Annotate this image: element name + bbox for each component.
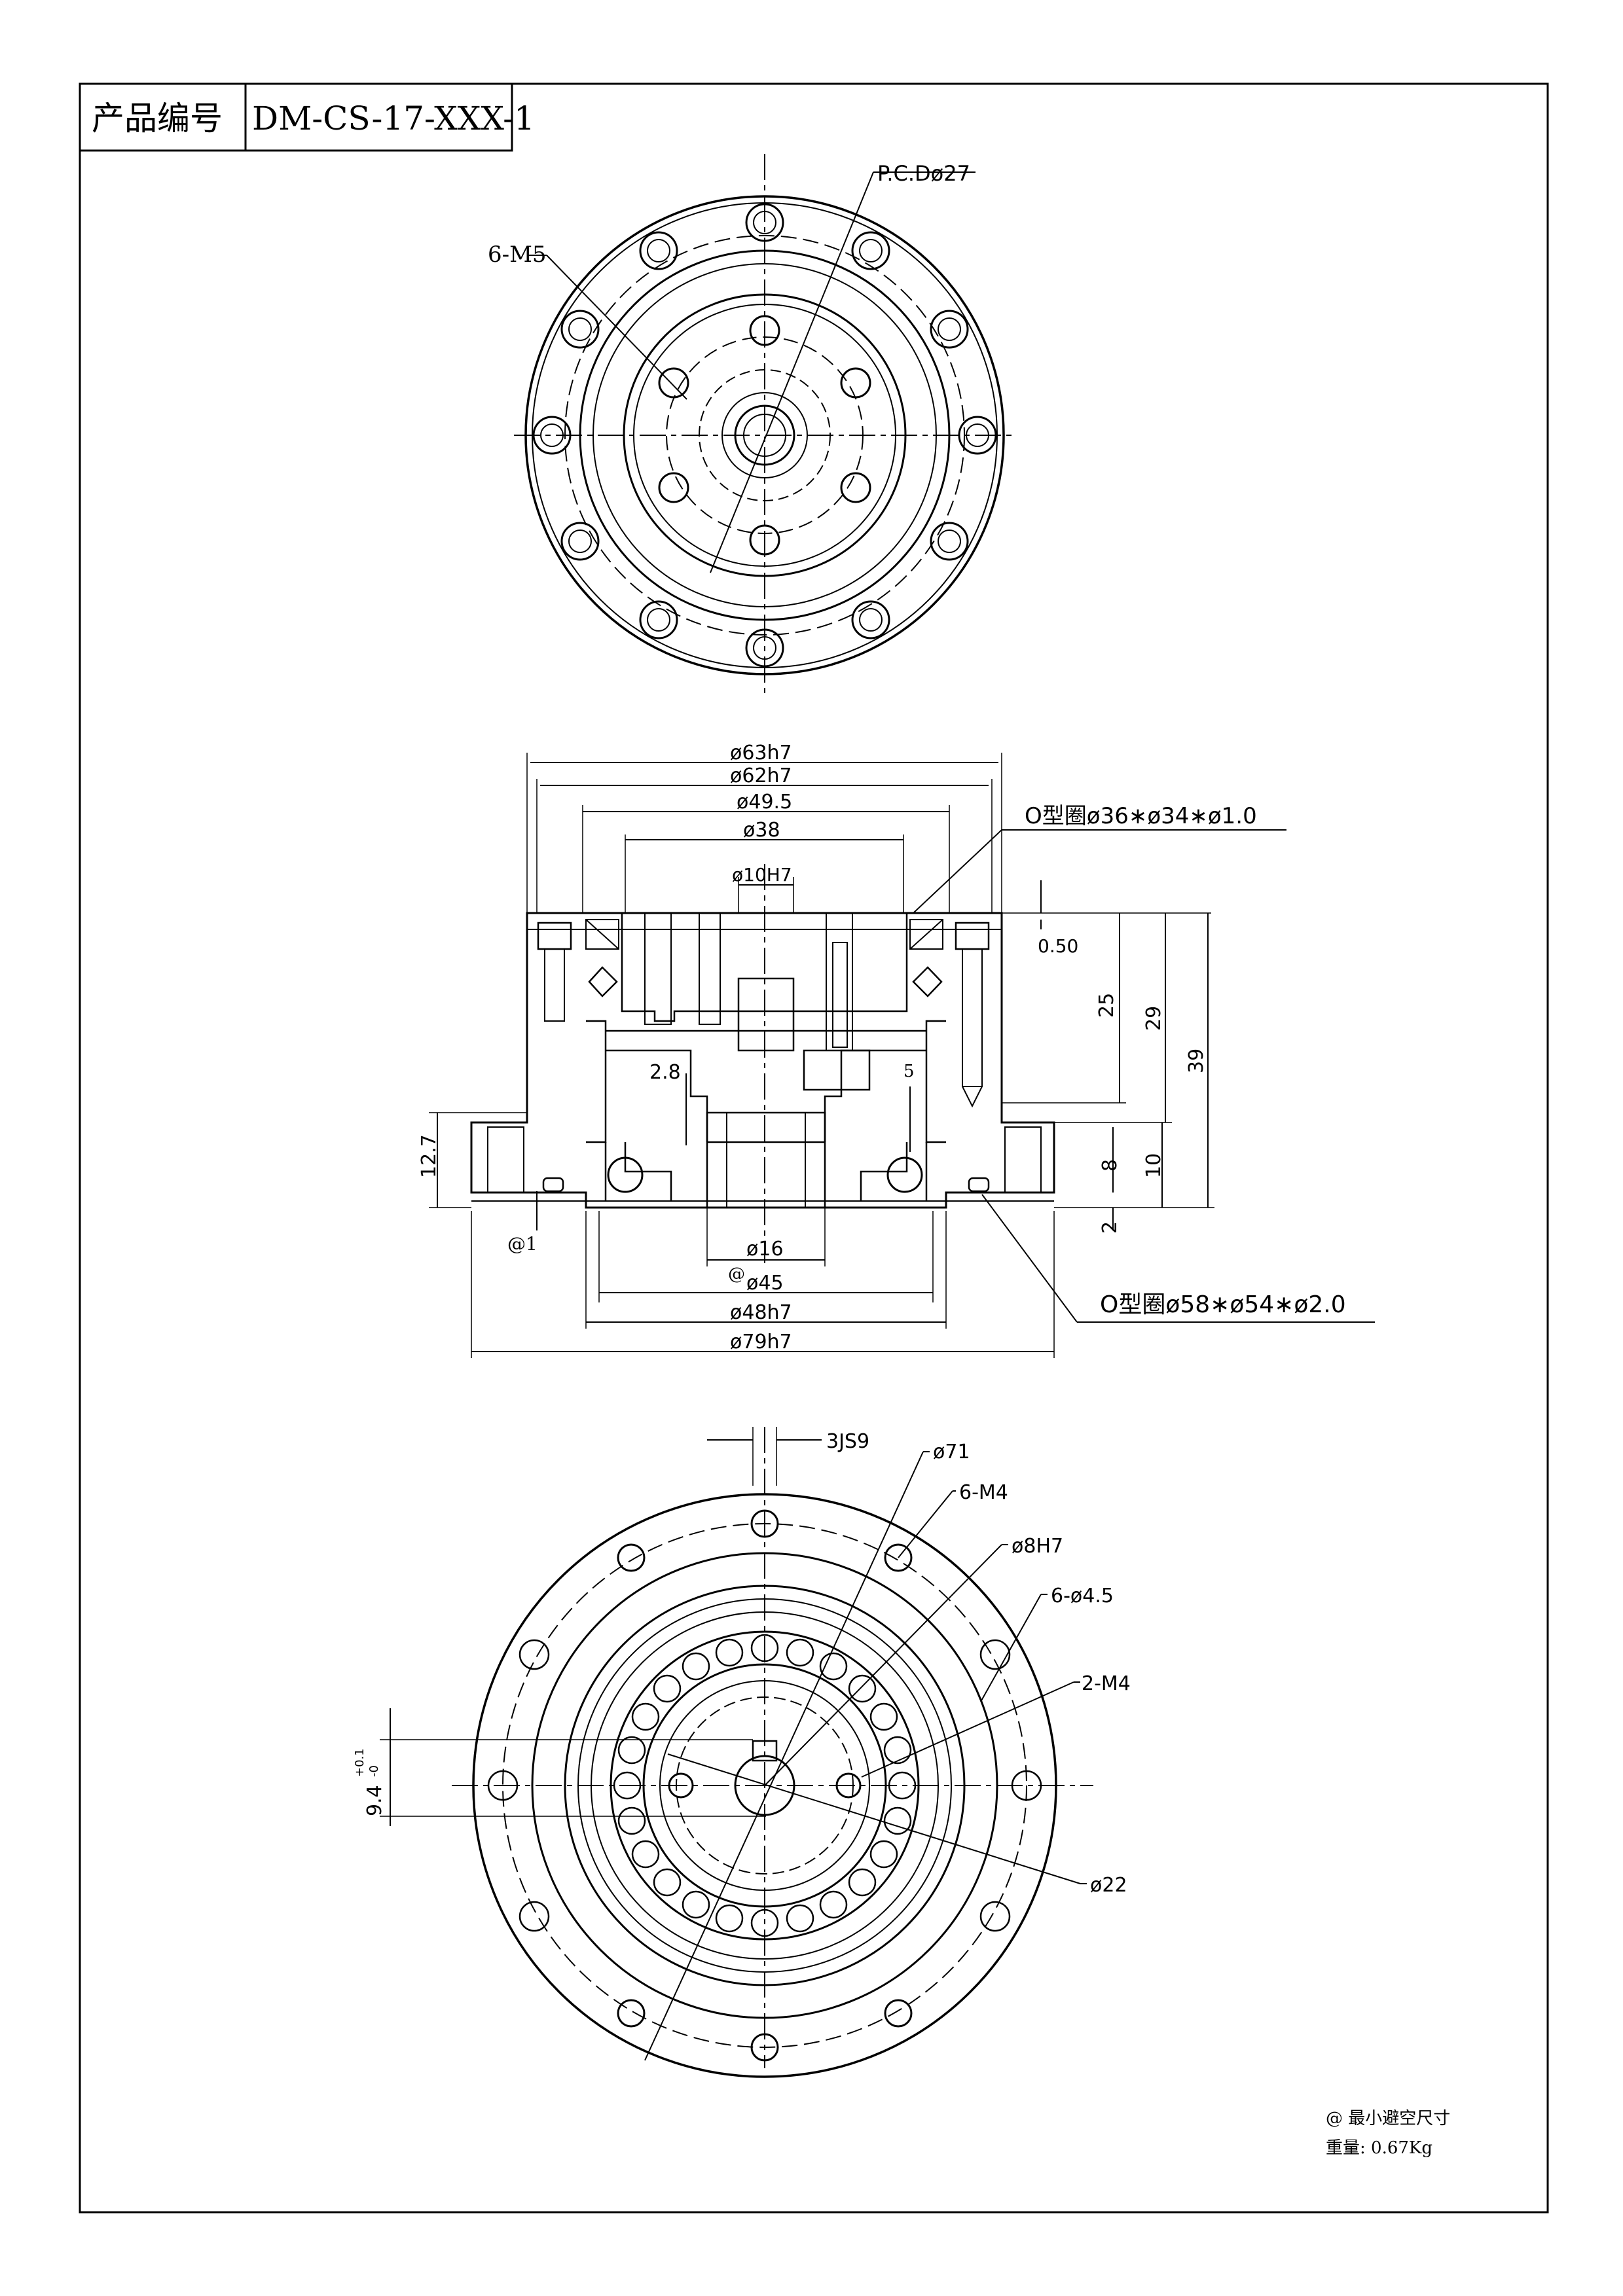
dim-10h: 10 [1142,1153,1165,1178]
section-dims-top: ø63h7 ø62h7 ø49.5 ø38 ø10H7 O型圈ø36∗ø34∗ø… [526,742,1286,914]
holes-label: 6-ø4.5 [1051,1585,1114,1607]
title-label: 产品编号 [92,99,223,137]
dim-28: 2.8 [649,1061,681,1084]
screws [537,912,990,1108]
d22-label: ø22 [1090,1874,1127,1897]
through-holes [487,1639,1042,1932]
dim-49: ø49.5 [737,791,792,814]
outer-bolt-ring [532,203,997,668]
note-weight: 重量: 0.67Kg [1326,2138,1432,2158]
dim-2: 2 [1099,1221,1122,1234]
title-block: 产品编号 DM-CS-17-XXX-1 [79,82,535,152]
dim-10: ø10H7 [732,864,792,886]
oring-top-label: O型圈ø36∗ø34∗ø1.0 [1025,803,1257,829]
dim-39: 39 [1185,1049,1208,1073]
dim-48: ø48h7 [730,1301,792,1324]
dim-94: 9.4 [363,1785,386,1816]
dim-94-tol-dn: -0 [367,1765,381,1777]
m4-label: 6-M4 [959,1481,1008,1504]
dim-at1: @1 [507,1233,538,1255]
section-dims-left: 2.8 5 12.7 @1 [418,1061,915,1255]
pcd-label: P.C.Dø27 [877,161,970,186]
dim-79: ø79h7 [730,1331,792,1354]
dim-94-tol-up: +0.1 [353,1748,367,1777]
d8-label: ø8H7 [1012,1535,1063,1558]
dim-45: ø45 [746,1272,784,1295]
top-view: P.C.Dø27 6-M5 [488,154,1012,694]
m4b-label: 2-M4 [1082,1672,1131,1695]
dim-63: ø63h7 [730,742,792,764]
sheet-border [79,82,1549,2214]
d71-label: ø71 [933,1441,970,1463]
oring-bottom-label: O型圈ø58∗ø54∗ø2.0 [1100,1291,1346,1318]
dim-at: @ [728,1265,745,1284]
m5-holes [658,315,871,556]
section-view: ø63h7 ø62h7 ø49.5 ø38 ø10H7 O型圈ø36∗ø34∗ø… [418,742,1375,1358]
m4-holes [617,1509,913,2062]
section-dims-bottom: ø16 @ ø45 ø48h7 ø79h7 O型圈ø58∗ø54∗ø2.0 [471,1194,1375,1358]
note-clearance: @ 最小避空尺寸 [1326,2109,1450,2128]
section-dims-right: 0.50 25 29 39 8 10 2 [1002,880,1214,1234]
dim-050: 0.50 [1038,935,1078,957]
dim-38: ø38 [743,819,780,842]
dim-127: 12.7 [418,1134,441,1178]
bearings [585,919,943,1193]
dim-25: 25 [1095,993,1118,1018]
roller-ring [613,1634,917,1937]
m5-label: 6-M5 [488,242,547,268]
dim-8: 8 [1099,1159,1122,1172]
key-label: 3JS9 [826,1430,869,1453]
bottom-view: 3JS9 ø71 6-M4 ø8H7 6-ø4.5 2-M4 ø22 9.4 +… [353,1427,1131,2078]
dim-16: ø16 [746,1238,784,1261]
product-code: DM-CS-17-XXX-1 [252,99,535,137]
dim-62: ø62h7 [730,764,792,787]
notes: @ 最小避空尺寸 重量: 0.67Kg [1326,2109,1450,2158]
dim-29: 29 [1142,1006,1165,1031]
dim-5: 5 [903,1062,915,1081]
